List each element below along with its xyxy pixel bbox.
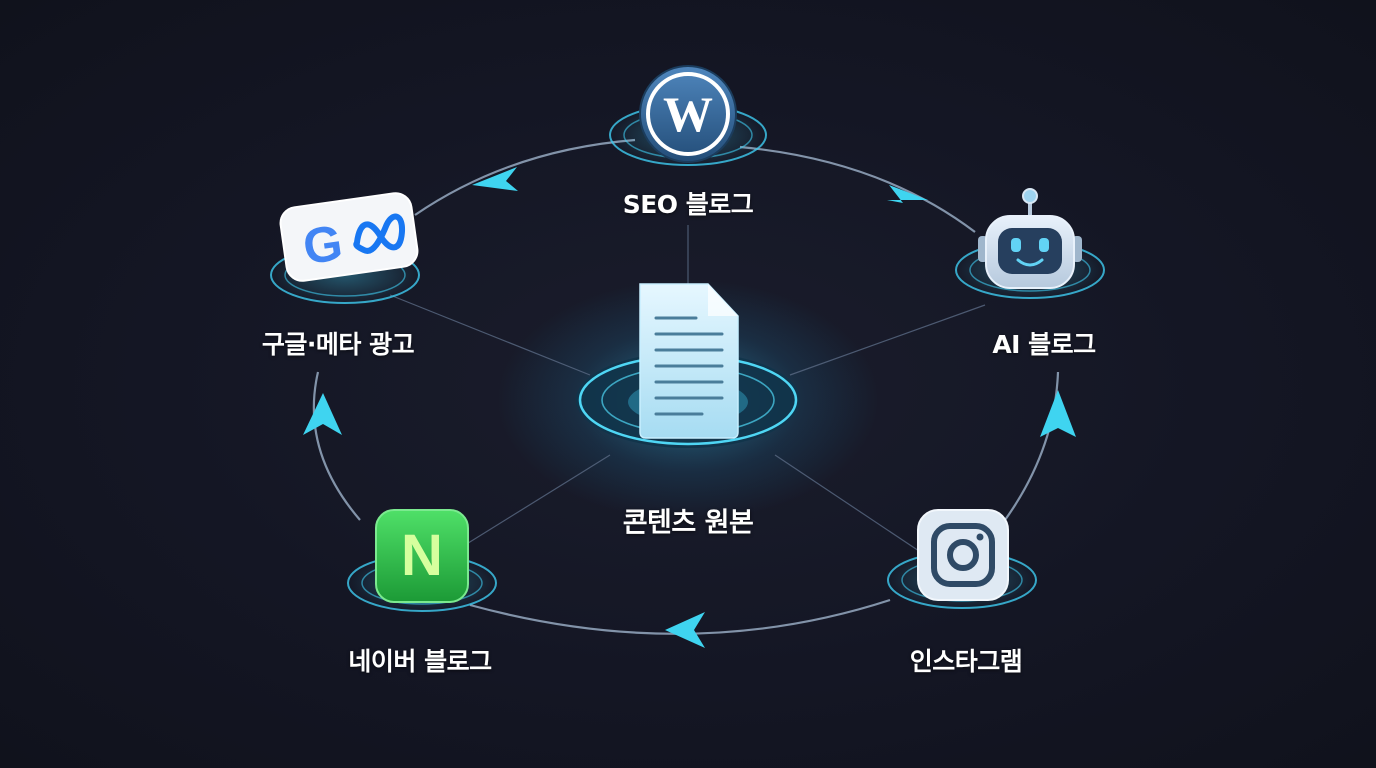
svg-text:W: W xyxy=(663,86,713,142)
svg-text:N: N xyxy=(401,523,443,588)
spoke-ai xyxy=(789,304,986,376)
arrow-instagram-naver xyxy=(665,612,705,648)
arrow-seo-ai xyxy=(887,185,928,203)
label-ai-blog: AI 블로그 xyxy=(992,330,1096,359)
document-icon xyxy=(639,283,739,439)
ring-seg-ads-seo xyxy=(414,138,636,216)
spokes xyxy=(389,225,986,556)
label-seo-blog: SEO 블로그 xyxy=(622,190,754,219)
spoke-instagram xyxy=(774,454,926,556)
ring-seg-ai-instagram xyxy=(1004,371,1060,521)
label-google-meta-ads: 구글·메타 광고 xyxy=(261,330,415,359)
spoke-ads xyxy=(389,294,591,376)
instagram-icon xyxy=(917,509,1009,601)
wordpress-icon: W xyxy=(639,65,737,163)
svg-text:G: G xyxy=(300,214,346,275)
arrow-ads-seo xyxy=(472,167,518,191)
label-content-source: 콘텐츠 원본 xyxy=(622,507,754,539)
robot-icon xyxy=(978,188,1082,289)
label-naver-blog: 네이버 블로그 xyxy=(348,647,492,676)
label-instagram: 인스타그램 xyxy=(909,647,1023,676)
spoke-naver xyxy=(464,454,611,546)
arrow-naver-ads xyxy=(303,393,342,435)
ring-seg-seo-ai xyxy=(739,145,976,233)
google-meta-icon: G xyxy=(279,192,419,282)
arrow-ai-instagram xyxy=(1040,390,1076,437)
naver-icon: N xyxy=(375,509,469,603)
cycle-arrows xyxy=(303,167,1076,648)
ring-seg-naver-ads xyxy=(312,371,361,521)
